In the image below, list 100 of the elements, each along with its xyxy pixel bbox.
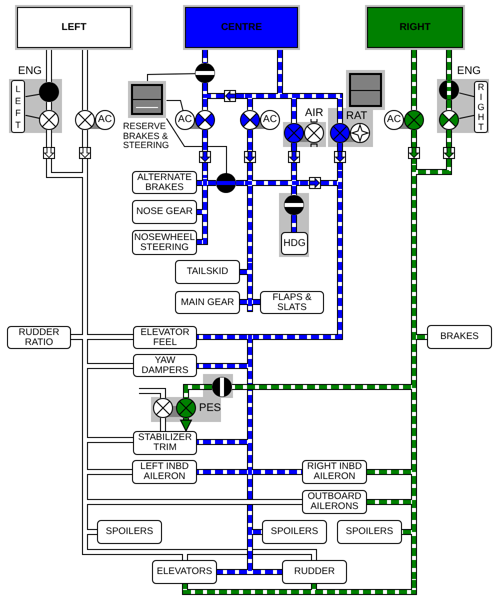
hydraulic-line (160, 418, 166, 431)
engine-tag: RIGHT (474, 81, 488, 133)
hydraulic-line (139, 388, 166, 398)
component-box: ELEVATOR FEEL (133, 326, 197, 349)
component-box: RUDDER RATIO (7, 326, 71, 349)
valve-icon (439, 80, 459, 100)
hydraulic-line (46, 102, 52, 110)
hydraulic-line (88, 437, 133, 443)
hydraulic-line (417, 159, 451, 174)
hydraulic-line (236, 181, 244, 185)
pump-icon (75, 110, 95, 130)
gauge-display (346, 70, 385, 110)
hydraulic-line (240, 300, 247, 304)
manifold-pipe (202, 178, 208, 245)
component-box: NOSE GEAR (132, 200, 197, 224)
control-line (25, 94, 40, 97)
hydraulic-line (203, 130, 207, 151)
hydraulic-line (248, 163, 252, 180)
hydraulic-line (312, 584, 316, 589)
hydraulic-line (338, 163, 342, 170)
hydraulic-line (300, 181, 309, 185)
flow-arrow-icon (224, 90, 236, 102)
hydraulic-line (447, 50, 451, 80)
panel-label: RAT (346, 111, 368, 121)
control-line (458, 115, 475, 119)
hydraulic-line (88, 363, 133, 369)
component-box: MAIN GEAR (175, 291, 240, 314)
hydraulic-line (82, 158, 88, 164)
valve-icon (216, 173, 236, 193)
component-box: OUTBOARD AILERONS (302, 490, 367, 514)
hydraulic-line (46, 130, 52, 147)
check-valve-icon (199, 151, 211, 163)
panel-label: ENG (18, 66, 42, 76)
hydraulic-line (208, 181, 216, 185)
component-box: BRAKES (427, 325, 492, 349)
check-valve-icon (334, 151, 346, 163)
hydraulic-line (447, 130, 451, 147)
manifold-pipe (247, 262, 253, 312)
hydraulic-line (82, 540, 88, 549)
hydraulic-line (197, 181, 202, 185)
hydraulic-line (278, 50, 282, 93)
pump-icon (240, 110, 260, 130)
component-box: LEFT INBD AILERON (132, 460, 197, 484)
hydraulic-line (447, 100, 451, 110)
control-line (166, 100, 184, 112)
hydraulic-line (253, 530, 262, 534)
hydraulic-line (402, 530, 411, 534)
hydraulic-line (184, 385, 212, 398)
hydraulic-line (46, 50, 52, 82)
hydraulic-line (180, 418, 192, 432)
hydraulic-line (367, 500, 411, 504)
hydraulic-line (321, 181, 337, 185)
hydraulic-line (203, 83, 207, 93)
hydraulic-line (292, 186, 296, 195)
hydraulic-line (82, 130, 88, 147)
manifold-pipe (337, 170, 343, 190)
hydraulic-line (292, 163, 296, 180)
hydraulic-line (248, 130, 252, 151)
manifold-pipe (244, 93, 343, 99)
check-valve-icon (443, 147, 455, 159)
component-box: RUDDER (282, 560, 347, 584)
hydraulic-line (88, 334, 133, 340)
ac-motor: AC (175, 110, 195, 130)
hydraulic-line (88, 499, 302, 505)
pump-icon (284, 123, 304, 143)
hydraulic-line (71, 334, 82, 340)
pump-icon (439, 110, 459, 130)
hydraulic-line (412, 130, 416, 147)
manifold-pipe (82, 549, 317, 555)
hydraulic-line (197, 335, 247, 339)
pump-icon (153, 398, 173, 418)
component-box: SPOILERS (97, 520, 162, 544)
hydraulic-line (203, 99, 207, 110)
hydraulic-line (412, 159, 416, 164)
component-box: SPOILERS (262, 520, 327, 544)
ac-motor: AC (95, 110, 115, 130)
component-box: RIGHT INBD AILERON (302, 460, 367, 484)
hydraulic-line (232, 385, 411, 389)
hydraulic-line (197, 240, 202, 244)
valve-icon (284, 195, 304, 215)
panel-label: AIR (305, 108, 324, 118)
control-line (147, 73, 196, 82)
manifold-pipe (244, 180, 300, 186)
hydraulic-line (248, 186, 252, 262)
check-valve-icon (408, 147, 420, 159)
hydraulic-line (82, 50, 88, 110)
hydraulic-line (183, 584, 187, 589)
hydraulic-line (182, 554, 188, 560)
component-box: NOSEWHEEL STEERING (132, 230, 197, 255)
hydraulic-line (197, 470, 247, 474)
hydraulic-line (412, 580, 416, 589)
panel-label: PES (199, 403, 222, 413)
component-box: FLAPS & SLATS (260, 291, 324, 314)
control-line (25, 115, 40, 119)
gauge-caption: RESERVE BRAKES & STEERING (123, 122, 170, 150)
hydraulic-line (292, 143, 296, 151)
check-valve-icon (288, 151, 300, 163)
pump-icon (404, 110, 424, 130)
component-box: ALTERNATE BRAKES (132, 171, 197, 194)
check-valve-icon (43, 147, 55, 159)
